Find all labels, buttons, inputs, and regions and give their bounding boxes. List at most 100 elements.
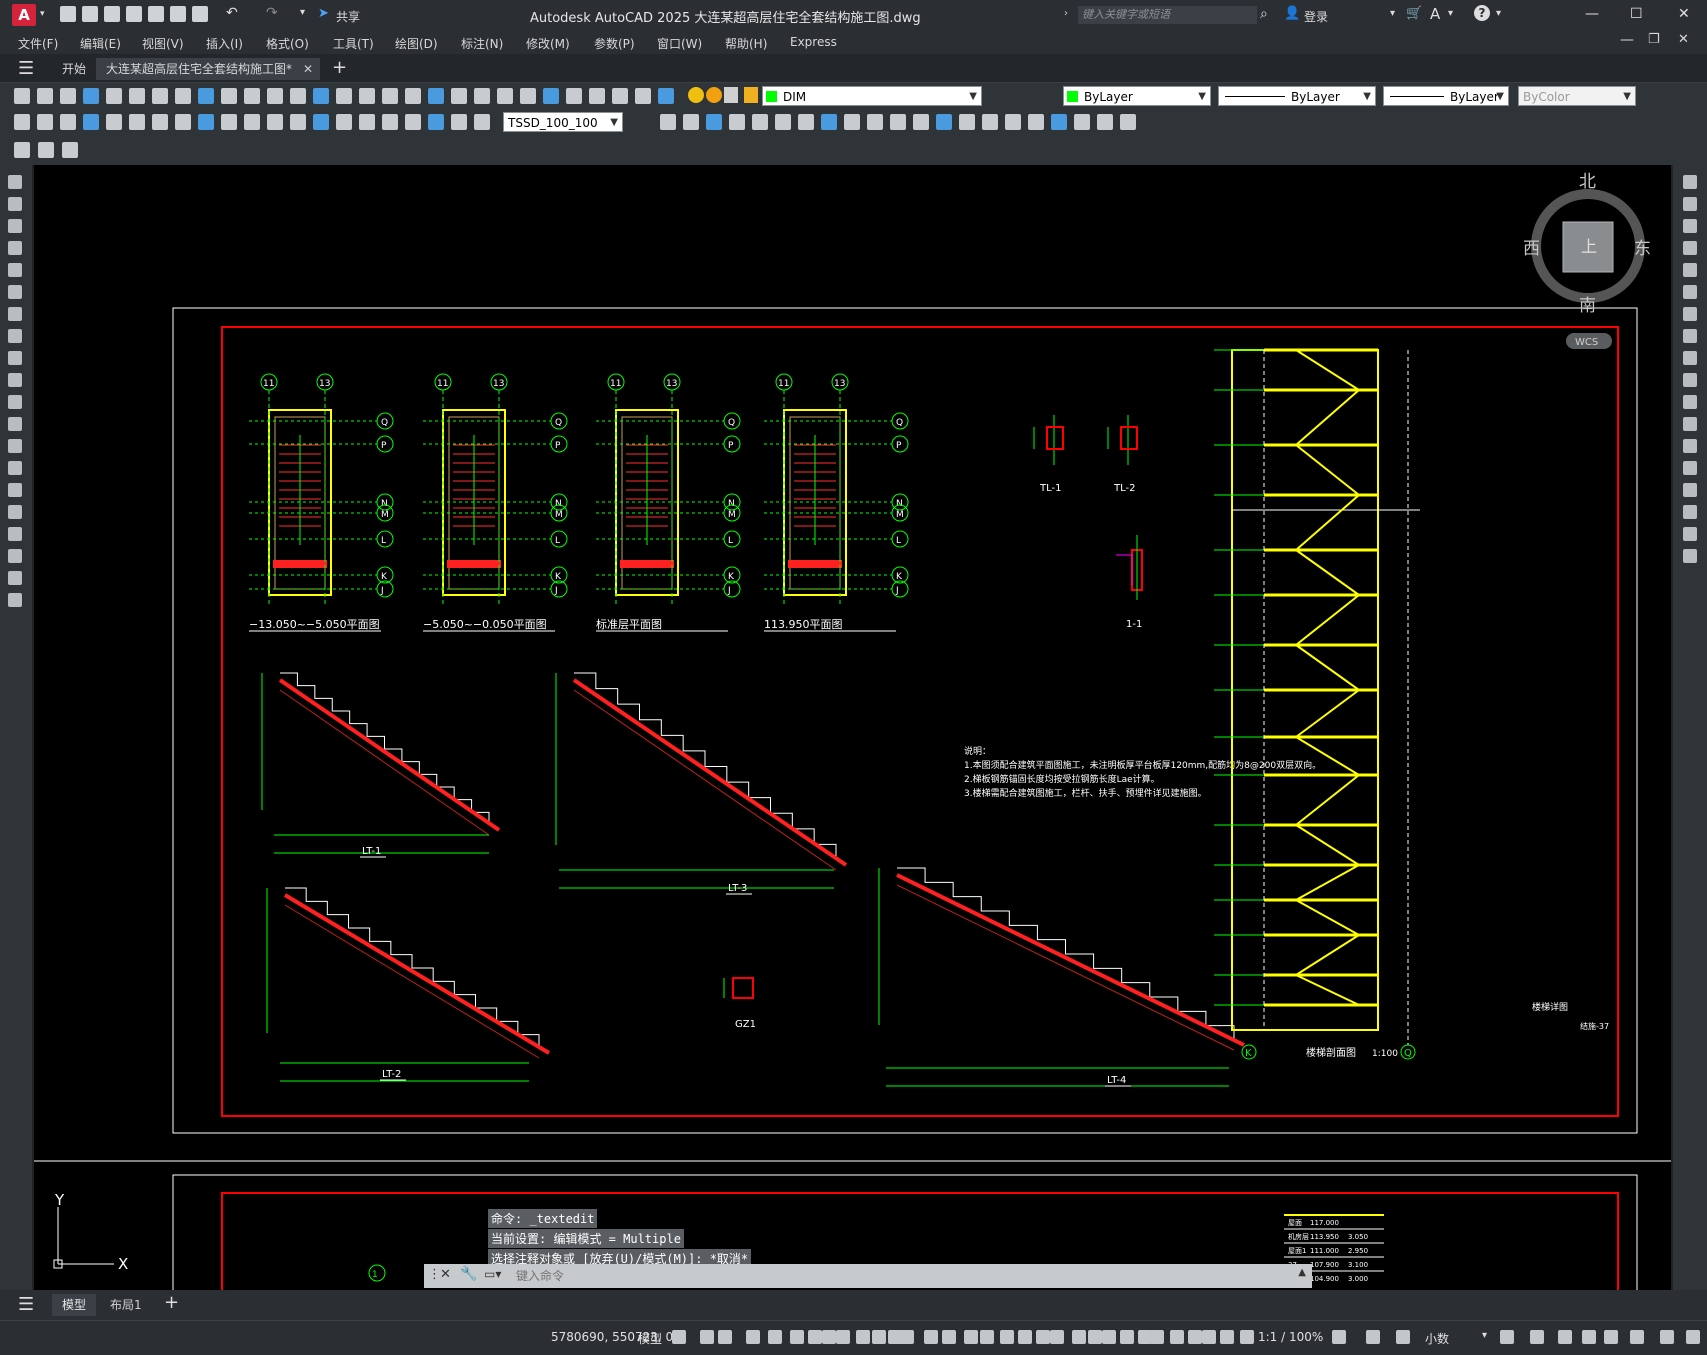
doc-minimize-icon[interactable]: — <box>1620 32 1634 48</box>
standard-tool-icon-12[interactable] <box>267 88 283 104</box>
standard-tool-icon-8[interactable] <box>175 88 191 104</box>
dim-tool-icon-40[interactable] <box>1074 114 1090 130</box>
standard-tool-icon-6[interactable] <box>129 88 145 104</box>
standard-tool-icon-19[interactable] <box>428 88 444 104</box>
new-tab-icon[interactable]: + <box>332 57 348 78</box>
status-toggle-icon[interactable] <box>980 1330 994 1344</box>
menu-file[interactable]: 文件(F) <box>18 37 59 51</box>
status-toggle-icon[interactable] <box>1072 1330 1086 1344</box>
draw-tool-icon[interactable] <box>8 175 22 189</box>
status-tool-icon[interactable] <box>1500 1330 1514 1344</box>
close-icon[interactable]: ✕ <box>1678 6 1690 22</box>
command-customize-icon[interactable]: 🔧 <box>460 1266 478 1282</box>
login-label[interactable]: 登录 <box>1304 10 1329 24</box>
standard-tool-icon-26[interactable] <box>589 88 605 104</box>
status-toggle-icon[interactable] <box>746 1330 760 1344</box>
cart-icon[interactable]: 🛒 <box>1406 6 1423 21</box>
status-toggle-icon[interactable] <box>1102 1330 1116 1344</box>
menu-dimension[interactable]: 标注(N) <box>461 37 504 51</box>
layer-on-icon[interactable] <box>688 87 704 103</box>
dim-tool-icon-7[interactable] <box>152 114 168 130</box>
status-tool-icon[interactable] <box>1686 1330 1700 1344</box>
status-toggle-icon[interactable] <box>836 1330 850 1344</box>
standard-tool-icon-13[interactable] <box>290 88 306 104</box>
wcs-label[interactable]: WCS <box>1575 337 1598 348</box>
dim-tool-icon-22[interactable] <box>660 114 676 130</box>
dim-tool-icon-5[interactable] <box>106 114 122 130</box>
draw-tool-icon[interactable] <box>8 417 22 431</box>
status-toggle-icon[interactable] <box>1240 1330 1254 1344</box>
status-toggle-icon[interactable] <box>700 1330 714 1344</box>
annotation-scale[interactable]: 1:1 / 100% <box>1258 1330 1324 1344</box>
dim-tool-icon-23[interactable] <box>683 114 699 130</box>
dim-tool-icon-25[interactable] <box>729 114 745 130</box>
modify-tool-icon[interactable] <box>1683 527 1697 541</box>
autocad-logo-icon[interactable]: A <box>12 4 36 26</box>
draw-tool-icon[interactable] <box>8 219 22 233</box>
undo-icon[interactable]: ↶ <box>226 5 238 21</box>
dim-tool-icon-4[interactable] <box>83 114 99 130</box>
modify-tool-icon[interactable] <box>1683 505 1697 519</box>
dim-tool-icon-8[interactable] <box>175 114 191 130</box>
search-icon[interactable]: ⌕ <box>1260 6 1268 22</box>
dim-tool-icon-29[interactable] <box>821 114 837 130</box>
dim-tool-icon-6[interactable] <box>129 114 145 130</box>
maximize-icon[interactable]: ☐ <box>1630 6 1643 22</box>
dim-tool-icon-38[interactable] <box>1028 114 1044 130</box>
dim-tool-icon-42[interactable] <box>1120 114 1136 130</box>
dim-tool-icon-39[interactable] <box>1051 114 1067 130</box>
draw-tool-icon[interactable] <box>8 241 22 255</box>
dim-tool-icon-11[interactable] <box>244 114 260 130</box>
modify-tool-icon[interactable] <box>1683 439 1697 453</box>
dim-tool-icon-27[interactable] <box>775 114 791 130</box>
dim-tool-icon-14[interactable] <box>313 114 329 130</box>
draw-tool-icon[interactable] <box>8 351 22 365</box>
standard-tool-icon-20[interactable] <box>451 88 467 104</box>
draw-tool-icon[interactable] <box>8 593 22 607</box>
draw-tool-icon[interactable] <box>8 307 22 321</box>
standard-tool-icon-2[interactable] <box>37 88 53 104</box>
hamburger-menu-icon[interactable]: ☰ <box>18 58 35 79</box>
units-dropdown-icon[interactable]: ▾ <box>1482 1330 1488 1341</box>
dim-tool-icon-34[interactable] <box>936 114 952 130</box>
status-toggle-icon[interactable] <box>822 1330 836 1344</box>
search-expand-icon[interactable]: › <box>1064 8 1068 19</box>
standard-tool-icon-9[interactable] <box>198 88 214 104</box>
model-space-toggle[interactable]: 模型 <box>638 1332 663 1346</box>
toolbar-extra-icon-1[interactable] <box>14 142 30 158</box>
dimstyle-dropdown[interactable]: TSSD_100_100 ▼ <box>503 112 623 132</box>
tab-active-drawing[interactable]: 大连某超高层住宅全套结构施工图* <box>96 58 321 80</box>
dim-tool-icon-37[interactable] <box>1005 114 1021 130</box>
modify-tool-icon[interactable] <box>1683 417 1697 431</box>
toolbar-extra-icon-3[interactable] <box>62 142 78 158</box>
help-dropdown-icon[interactable]: ▾ <box>1496 8 1502 19</box>
standard-tool-icon-27[interactable] <box>612 88 628 104</box>
draw-tool-icon[interactable] <box>8 373 22 387</box>
modify-tool-icon[interactable] <box>1683 483 1697 497</box>
user-icon[interactable]: 👤 <box>1284 6 1301 21</box>
standard-tool-icon-16[interactable] <box>359 88 375 104</box>
modify-tool-icon[interactable] <box>1683 285 1697 299</box>
draw-tool-icon[interactable] <box>8 285 22 299</box>
dim-tool-icon-21[interactable] <box>474 114 490 130</box>
status-toggle-icon[interactable] <box>856 1330 870 1344</box>
menu-window[interactable]: 窗口(W) <box>657 37 703 51</box>
save-icon[interactable] <box>104 6 120 22</box>
modify-tool-icon[interactable] <box>1683 175 1697 189</box>
menu-view[interactable]: 视图(V) <box>142 37 184 51</box>
dim-tool-icon-10[interactable] <box>221 114 237 130</box>
status-toggle-icon[interactable] <box>872 1330 886 1344</box>
tab-start[interactable]: 开始 <box>62 62 87 76</box>
dim-tool-icon-1[interactable] <box>14 114 30 130</box>
open-file-icon[interactable] <box>82 6 98 22</box>
standard-tool-icon-24[interactable] <box>543 88 559 104</box>
coordinates-readout[interactable]: 5780690, 550723, 0 <box>551 1330 674 1344</box>
status-toggle-icon[interactable] <box>768 1330 782 1344</box>
modify-tool-icon[interactable] <box>1683 307 1697 321</box>
modify-tool-icon[interactable] <box>1683 241 1697 255</box>
viewcube[interactable]: 上 北 南 东 西 WCS <box>1523 172 1651 349</box>
standard-tool-icon-22[interactable] <box>497 88 513 104</box>
modify-tool-icon[interactable] <box>1683 197 1697 211</box>
draw-tool-icon[interactable] <box>8 571 22 585</box>
